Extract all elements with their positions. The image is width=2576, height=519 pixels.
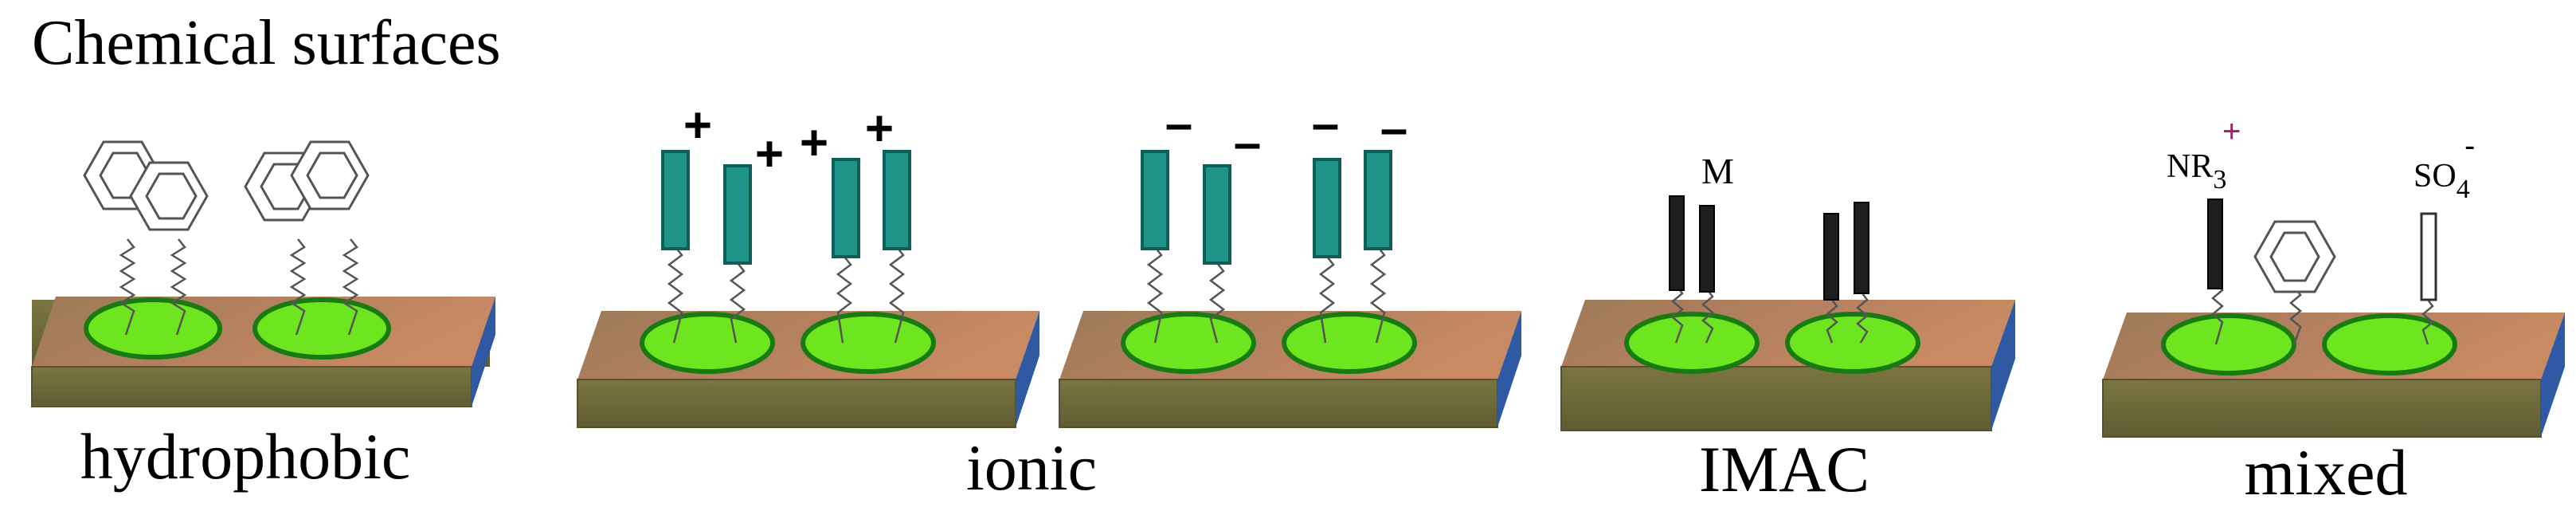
negative-charges: – – – – [1165,96,1407,171]
positive-charge-icon: + [865,101,894,156]
alkyl-linkers [2211,283,2434,345]
negative-charge-icon: – [1234,116,1261,171]
positive-charge-icon: + [755,127,784,182]
negative-charge-icon: – [1165,96,1192,151]
binding-spot [640,312,775,374]
positive-charge-icon: + [800,116,828,171]
binding-spot [1785,312,1920,374]
cation-exchange-bars [661,150,911,265]
panel-hydrophobic [31,140,495,407]
alkyl-linkers [119,238,359,336]
phenyl-ring-icon [2253,220,2336,293]
panel-mixed: NR3 + SO4 - [2102,114,2565,438]
caption-hydrophobic: hydrophobic [80,420,411,493]
negative-charge-icon: - [2464,128,2475,163]
metal-chelate-bars [1669,195,1869,301]
negative-charge-icon: – [1380,101,1407,156]
amine-label: NR3 [2167,148,2226,195]
alkyl-linkers [1146,246,1387,344]
panel-ionic-anion: – – – – [1059,96,1521,428]
alkyl-linkers [667,246,906,344]
binding-spot [84,297,222,360]
amine-bar [2207,199,2223,289]
phenyl-ring-icon [290,140,370,210]
binding-spot [801,312,936,374]
binding-spot [253,297,391,360]
sulfate-bar [2420,212,2437,301]
binding-spot [2161,313,2296,375]
metal-label: M [1701,151,1734,191]
positive-charges: + + + + [683,98,894,182]
positive-charge-icon: + [2222,114,2241,149]
page-title: Chemical surfaces [32,8,501,78]
binding-spot [1624,312,1760,374]
anion-exchange-bars [1141,150,1392,265]
panel-imac: M [1560,151,2015,431]
caption-ionic: ionic [966,431,1097,504]
negative-charge-icon: – [1312,96,1339,151]
phenyl-ring-icon [129,161,209,231]
binding-spot [1282,312,1417,374]
platform [1560,300,2015,431]
caption-mixed: mixed [2244,436,2408,509]
binding-spot [1121,312,1256,374]
binding-spot [2322,313,2457,375]
caption-imac: IMAC [1698,433,1870,505]
sulfate-label: SO4 [2414,158,2470,204]
positive-charge-icon: + [683,98,712,153]
alkyl-linkers [1671,286,1869,344]
panel-ionic-cation: + + + + [577,98,1039,428]
